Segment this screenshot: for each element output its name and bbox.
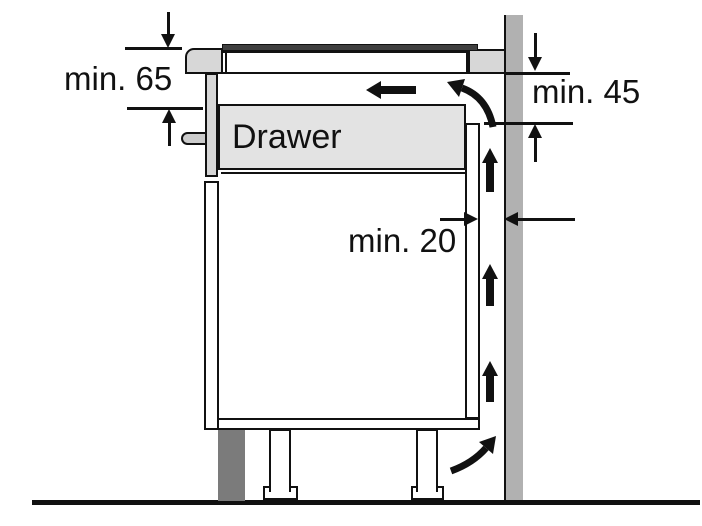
wall [504,15,523,501]
min45-up-arrow-shaft [534,136,537,162]
plinth [218,430,245,501]
min20-right-dim-line [516,218,575,221]
airflow-up-arrow-3-icon [482,361,498,376]
airflow-up-arrow-3-shaft [486,374,494,402]
min65-lower-dim-line [127,107,203,110]
min65-label: min. 65 [64,60,173,97]
min45-label: min. 45 [532,73,641,110]
cabinet-front-panel [204,181,219,430]
min45-down-arrow-icon [528,57,542,71]
airflow-left-arrow-icon [366,81,381,99]
airflow-curved-arrow-top [460,84,497,128]
drawer-box [218,104,466,170]
min45-upper-dim-line [505,72,570,75]
cabinet-bottom-panel [217,418,480,430]
min65-upper-dim-line [125,47,182,50]
hob-body-joint-line [225,51,227,74]
min45-up-arrow-icon [528,124,542,138]
min45-lower-dim-line [484,122,573,125]
min20-right-arrow-icon [464,212,478,226]
min65-down-arrow-icon [161,34,175,48]
min65-down-arrow-shaft [167,12,170,36]
rear-leg-stem [416,429,438,492]
airflow-up-arrow-2-shaft [486,277,494,306]
airflow-up-arrow-2-icon [482,264,498,279]
airflow-up-arrow-1-icon [482,148,498,163]
drawer-runner-line [221,172,465,174]
floor-line [32,500,700,505]
min65-up-arrow-shaft [168,121,171,146]
hob-body [221,51,468,74]
min65-up-arrow-icon [162,109,176,123]
airflow-curved-arrow-top-head-icon [447,79,465,97]
hob-front-edge [185,48,223,74]
hob-glass-top [222,44,478,51]
min20-label: min. 20 [348,222,457,259]
min45-down-arrow-shaft [534,33,537,59]
airflow-curved-arrow-bottom [449,445,489,475]
front-leg-stem [269,429,291,492]
drawer-label: Drawer [232,118,342,156]
min20-left-arrow-icon [504,212,518,226]
airflow-curved-arrow-bottom-head-icon [479,436,496,454]
front-trim-strip [205,73,218,177]
min20-left-dim-line [440,218,466,221]
worktop-right-block [468,49,506,74]
airflow-left-arrow-shaft [379,86,416,94]
airflow-up-arrow-1-shaft [486,161,494,192]
